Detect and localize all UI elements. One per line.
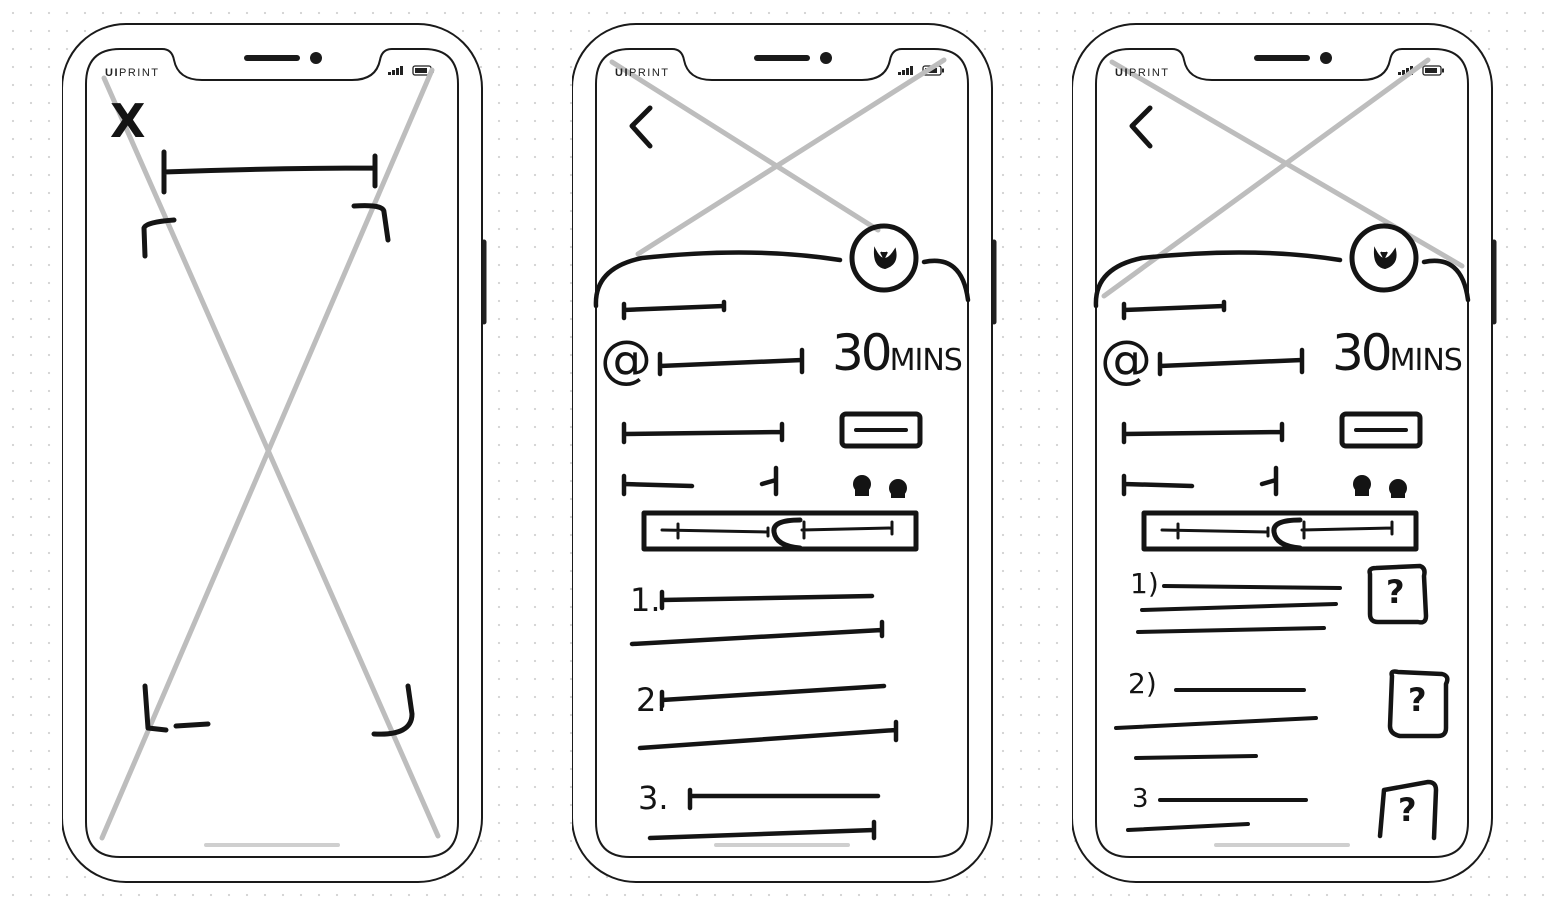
ingredients-list: [1114, 584, 1342, 832]
step-number-2: 2.: [636, 681, 667, 719]
at-icon: @: [600, 330, 652, 390]
brand-logo: UIPRINT: [615, 67, 670, 79]
brand-logo: UIPRINT: [105, 67, 160, 79]
steps-list: [629, 589, 899, 841]
heart-icon: [873, 246, 897, 270]
help-question-icon[interactable]: ?: [1386, 573, 1405, 611]
detail-lines: [621, 299, 923, 552]
help-question-icon[interactable]: ?: [1398, 791, 1417, 829]
phone-recipe-steps: UIPRINT @ 30MINS 1. 2. 3.: [572, 0, 1012, 900]
signal-icon: [898, 66, 913, 75]
item-number-1: 1): [1130, 567, 1159, 600]
phone-frame: [62, 23, 487, 883]
item-number-3: 3: [1132, 784, 1149, 814]
signal-icon: [388, 66, 403, 75]
duration-label: 30MINS: [832, 324, 963, 382]
back-button: [1129, 105, 1153, 149]
close-button[interactable]: X: [110, 94, 146, 148]
brand-logo: UIPRINT: [1115, 67, 1170, 79]
phone-recipe-ingredients: UIPRINT @ 30MINS 1) 2) 3 ? ? ?: [1072, 0, 1512, 900]
scan-frame: [141, 203, 415, 737]
at-icon: @: [1100, 330, 1152, 390]
detail-lines: [1121, 299, 1423, 552]
battery-icon: [1422, 65, 1444, 76]
phone-scan-screen: UIPRINT X: [62, 0, 502, 900]
item-number-2: 2): [1128, 667, 1157, 700]
back-button: [629, 105, 653, 149]
servings-icon: [853, 475, 907, 498]
servings-icon: [1353, 475, 1407, 498]
phone-frame: [1072, 23, 1497, 883]
step-number-3: 3.: [638, 779, 669, 817]
title-placeholder: [161, 149, 378, 195]
step-number-1: 1.: [630, 581, 661, 619]
favorite-button: [1349, 223, 1419, 293]
help-buttons: [1367, 563, 1450, 841]
duration-label: 30MINS: [1332, 324, 1463, 382]
heart-icon: [1373, 246, 1397, 270]
help-question-icon[interactable]: ?: [1408, 681, 1427, 719]
favorite-button: [849, 223, 919, 293]
phone-frame: [572, 23, 997, 883]
